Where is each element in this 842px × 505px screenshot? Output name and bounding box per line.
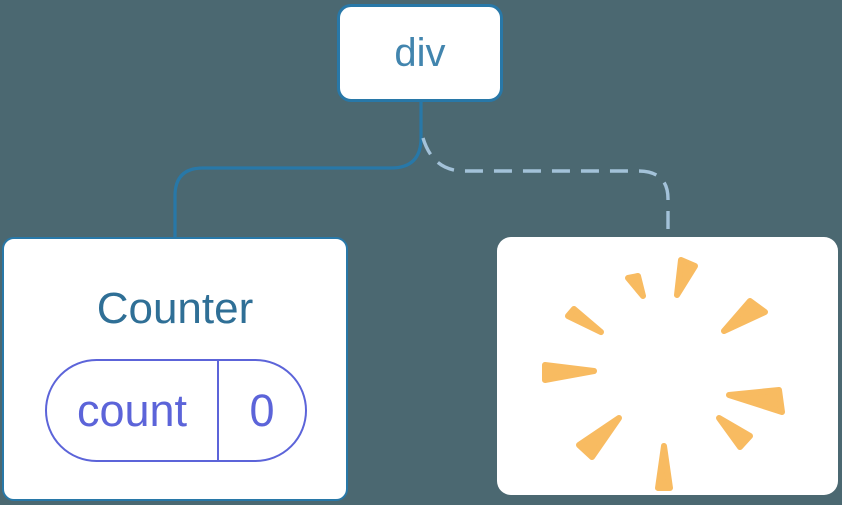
poof-ray [625,273,646,299]
poof-ray [716,415,753,450]
root-node: div [337,4,503,102]
poof-icon [542,257,785,491]
connector-solid-line [173,100,423,239]
poof-ray [655,443,673,491]
removed-component-card [497,237,838,495]
poof-ray [721,298,768,334]
state-pill: count 0 [45,359,307,462]
poof-ray [674,257,698,298]
root-node-label: div [394,30,446,75]
state-value: 0 [249,385,275,436]
poof-ray [576,415,622,460]
poof-ray [726,387,785,415]
connector-dashed-line [421,137,670,237]
component-title: Counter [96,284,254,333]
state-key: count [47,361,219,460]
poof-ray [542,362,597,383]
counter-component-card: Counter count 0 [2,237,348,501]
poof-ray [565,306,604,335]
